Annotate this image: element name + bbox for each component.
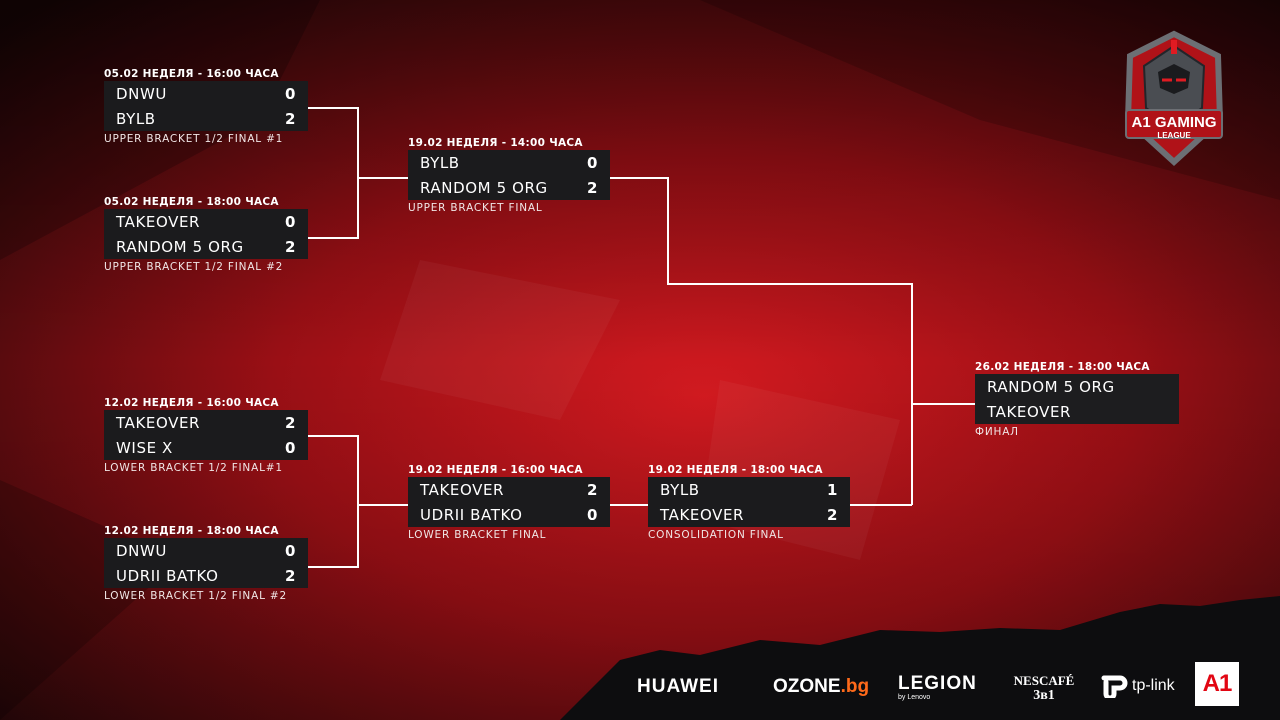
league-logo: A1 GAMING LEAGUE — [1118, 28, 1230, 168]
team-name: RANDOM 5 ORG — [116, 237, 244, 256]
match-lower-final: 19.02 НЕДЕЛЯ - 16:00 ЧАСА TAKEOVER 2 UDRI… — [408, 463, 610, 543]
match-upper-semi-1: 05.02 НЕДЕЛЯ - 16:00 ЧАСА DNWU 0 BYLB 2 UP… — [104, 67, 308, 147]
match-lower-semi-1: 12.02 НЕДЕЛЯ - 16:00 ЧАСА TAKEOVER 2 WISE… — [104, 396, 308, 476]
team-score: 2 — [586, 178, 598, 197]
team-row[interactable]: WISE X 0 — [104, 435, 308, 460]
team-row[interactable]: BYLB 1 — [648, 477, 850, 502]
match-label: UPPER BRACKET 1/2 FINAL #1 — [104, 133, 284, 145]
team-name: TAKEOVER — [660, 505, 745, 524]
team-score: 1 — [826, 480, 838, 499]
tplink-icon — [1101, 675, 1128, 698]
team-score: 2 — [284, 109, 296, 128]
match-date: 26.02 НЕДЕЛЯ - 18:00 ЧАСА — [975, 361, 1150, 373]
match-label: UPPER BRACKET 1/2 FINAL #2 — [104, 261, 284, 273]
sponsor-a1-name: A1 — [1202, 670, 1233, 697]
sponsor-legion-sub: by Lenovo — [898, 694, 931, 701]
team-row[interactable]: TAKEOVER — [975, 399, 1179, 424]
sponsor-ozone-name: OZONE — [773, 676, 841, 697]
team-name: BYLB — [116, 109, 156, 128]
team-score: 0 — [284, 438, 296, 457]
knight-helmet-icon — [1124, 30, 1224, 167]
match-label: CONSOLIDATION FINAL — [648, 529, 784, 541]
sponsor-legion-name: LEGION — [898, 673, 977, 694]
logo-text-line1: A1 GAMING — [1131, 114, 1217, 131]
team-row[interactable]: UDRII BATKO 2 — [104, 563, 308, 588]
sponsor-nescafe[interactable]: NESCAFÉ 3в1 — [1008, 674, 1080, 704]
sponsor-nescafe-name: NESCAFÉ — [1013, 673, 1075, 688]
team-score: 0 — [284, 541, 296, 560]
match-date: 12.02 НЕДЕЛЯ - 18:00 ЧАСА — [104, 525, 279, 537]
team-name: RANDOM 5 ORG — [420, 178, 548, 197]
match-date: 19.02 НЕДЕЛЯ - 14:00 ЧАСА — [408, 137, 583, 149]
match-grand-final: 26.02 НЕДЕЛЯ - 18:00 ЧАСА RANDOM 5 ORG T… — [975, 360, 1179, 440]
team-score: 2 — [284, 566, 296, 585]
line-ub-final-to-grand-final — [610, 177, 913, 505]
team-score: 0 — [284, 84, 296, 103]
sponsor-ozone[interactable]: OZONE.bg — [773, 676, 869, 698]
team-score: 0 — [284, 212, 296, 231]
team-name: TAKEOVER — [116, 413, 201, 432]
team-row[interactable]: TAKEOVER 2 — [104, 410, 308, 435]
sponsor-bar: HUAWEI OZONE.bg LEGION by Lenovo NESCAFÉ… — [0, 640, 1280, 720]
team-row[interactable]: TAKEOVER 2 — [648, 502, 850, 527]
team-name: TAKEOVER — [987, 402, 1072, 421]
match-date: 19.02 НЕДЕЛЯ - 18:00 ЧАСА — [648, 464, 823, 476]
match-date: 05.02 НЕДЕЛЯ - 18:00 ЧАСА — [104, 196, 279, 208]
team-row[interactable]: BYLB 0 — [408, 150, 610, 175]
team-name: TAKEOVER — [420, 480, 505, 499]
team-row[interactable]: RANDOM 5 ORG 2 — [104, 234, 308, 259]
match-upper-semi-2: 05.02 НЕДЕЛЯ - 18:00 ЧАСА TAKEOVER 0 RAND… — [104, 195, 308, 275]
match-date: 12.02 НЕДЕЛЯ - 16:00 ЧАСА — [104, 397, 279, 409]
team-name: DNWU — [116, 541, 167, 560]
match-label: LOWER BRACKET FINAL — [408, 529, 547, 541]
match-label: LOWER BRACKET 1/2 FINAL#1 — [104, 462, 283, 474]
team-score: 2 — [826, 505, 838, 524]
sponsor-ozone-suffix: .bg — [840, 676, 870, 697]
team-row[interactable]: TAKEOVER 2 — [408, 477, 610, 502]
sponsor-tplink[interactable]: tp-link — [1100, 674, 1175, 698]
team-row[interactable]: RANDOM 5 ORG 2 — [408, 175, 610, 200]
sponsor-tplink-name: tp-link — [1132, 677, 1175, 694]
team-score: 2 — [586, 480, 598, 499]
match-upper-final: 19.02 НЕДЕЛЯ - 14:00 ЧАСА BYLB 0 RANDOM 5… — [408, 136, 610, 216]
match-date: 05.02 НЕДЕЛЯ - 16:00 ЧАСА — [104, 68, 279, 80]
team-row[interactable]: TAKEOVER 0 — [104, 209, 308, 234]
team-row[interactable]: DNWU 0 — [104, 81, 308, 106]
team-name: DNWU — [116, 84, 167, 103]
match-consolidation-final: 19.02 НЕДЕЛЯ - 18:00 ЧАСА BYLB 1 TAKEOVER… — [648, 463, 850, 543]
sponsor-legion[interactable]: LEGION by Lenovo — [898, 674, 977, 702]
sponsor-huawei[interactable]: HUAWEI — [637, 676, 719, 697]
team-name: UDRII BATKO — [116, 566, 219, 585]
match-label: UPPER BRACKET FINAL — [408, 202, 543, 214]
sponsor-a1[interactable]: A1 — [1195, 662, 1239, 706]
team-name: RANDOM 5 ORG — [987, 377, 1115, 396]
line-ub-semis-to-ub-final — [308, 107, 359, 239]
logo-text-line2: LEAGUE — [1157, 131, 1191, 140]
team-row[interactable]: RANDOM 5 ORG — [975, 374, 1179, 399]
team-name: UDRII BATKO — [420, 505, 523, 524]
match-lower-semi-2: 12.02 НЕДЕЛЯ - 18:00 ЧАСА DNWU 0 UDRII BA… — [104, 524, 308, 604]
team-score: 0 — [586, 505, 598, 524]
team-score: 2 — [284, 237, 296, 256]
line-lb-semis-to-lb-final — [308, 435, 359, 568]
team-name: WISE X — [116, 438, 173, 457]
team-name: TAKEOVER — [116, 212, 201, 231]
match-date: 19.02 НЕДЕЛЯ - 16:00 ЧАСА — [408, 464, 583, 476]
team-score: 0 — [586, 153, 598, 172]
team-score: 2 — [284, 413, 296, 432]
match-label: LOWER BRACKET 1/2 FINAL #2 — [104, 590, 287, 602]
team-row[interactable]: UDRII BATKO 0 — [408, 502, 610, 527]
team-name: BYLB — [420, 153, 460, 172]
team-row[interactable]: BYLB 2 — [104, 106, 308, 131]
sponsor-nescafe-sub: 3в1 — [1033, 688, 1055, 703]
team-name: BYLB — [660, 480, 700, 499]
match-label: ФИНАЛ — [975, 426, 1019, 438]
team-row[interactable]: DNWU 0 — [104, 538, 308, 563]
